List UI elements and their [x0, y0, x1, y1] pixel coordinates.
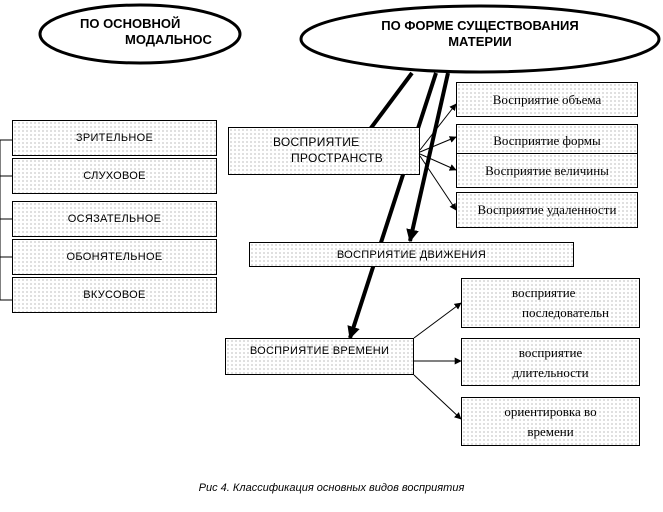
space-item-form: Восприятие формы: [456, 124, 638, 157]
space-item-size: Восприятие величины: [456, 153, 638, 188]
space-perception-box: ВОСПРИЯТИЕ ПРОСТРАНСТВ: [228, 127, 420, 175]
space-line1: ВОСПРИЯТИЕ: [273, 135, 360, 149]
arrow-time-sequence: [413, 302, 462, 339]
matter-title: ПО ФОРМЕ СУЩЕСТВОВАНИЯ МАТЕРИИ: [340, 18, 620, 50]
time-item-orientation-line1: ориентировка во: [504, 404, 597, 419]
motion-perception-box: ВОСПРИЯТИЕ ДВИЖЕНИЯ: [249, 242, 574, 267]
modality-item-tactile: ОСЯЗАТЕЛЬНОЕ: [12, 201, 217, 237]
arrow-space-size: [419, 153, 457, 171]
modality-bracket: [0, 139, 12, 301]
arrow-space-form: [419, 136, 457, 153]
time-item-duration-line2: длительности: [512, 365, 589, 380]
modality-title: ПО ОСНОВНОЙ МОДАЛЬНОС: [60, 16, 235, 48]
modality-item-olfactory: ОБОНЯТЕЛЬНОЕ: [12, 239, 217, 275]
space-item-distance: Восприятие удаленности: [456, 192, 638, 228]
modality-item-gustatory: ВКУСОВОЕ: [12, 277, 217, 313]
modality-item-auditory: СЛУХОВОЕ: [12, 158, 217, 194]
time-item-duration: восприятие длительности: [461, 338, 640, 386]
time-item-duration-line1: восприятие: [518, 345, 583, 360]
time-item-sequence-line2: последовательн: [522, 305, 609, 320]
time-item-sequence-line1: восприятие: [512, 285, 576, 300]
space-line2: ПРОСТРАНСТВ: [291, 151, 384, 165]
time-item-orientation-line2: времени: [527, 424, 574, 439]
arrow-to-motion: [406, 72, 450, 243]
time-item-orientation: ориентировка во времени: [461, 397, 640, 446]
figure-caption: Рис 4. Классификация основных видов восп…: [198, 482, 465, 494]
modality-ellipse: [38, 3, 242, 65]
space-item-volume: Восприятие объема: [456, 82, 638, 117]
arrow-space-volume: [419, 103, 457, 151]
matter-ellipse: [299, 4, 661, 74]
matter-title-line1: ПО ФОРМЕ СУЩЕСТВОВАНИЯ: [381, 18, 579, 33]
modality-item-visual: ЗРИТЕЛЬНОЕ: [12, 120, 217, 156]
time-item-sequence: восприятие последовательн: [461, 278, 640, 328]
arrow-space-distance: [419, 155, 457, 211]
modality-title-line2: МОДАЛЬНОС: [125, 32, 212, 47]
time-perception-box: ВОСПРИЯТИЕ ВРЕМЕНИ: [225, 338, 414, 375]
matter-title-line2: МАТЕРИИ: [448, 34, 512, 49]
arrow-to-time: [347, 72, 438, 340]
arrow-time-orientation: [413, 374, 462, 420]
modality-title-line1: ПО ОСНОВНОЙ: [80, 16, 181, 31]
